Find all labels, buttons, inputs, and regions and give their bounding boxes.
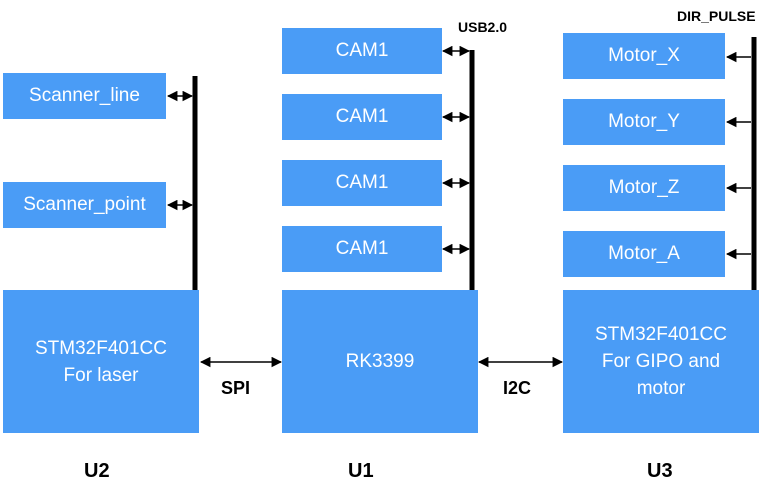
u2-controller-line1: STM32F401CC — [35, 337, 167, 359]
u2-unit-label: U2 — [84, 460, 110, 482]
u3-controller-line1: STM32F401CC — [595, 324, 727, 345]
cam-label-1: CAM1 — [335, 40, 389, 61]
motor-z-label: Motor_Z — [608, 177, 680, 198]
motor-x-label: Motor_X — [608, 45, 680, 66]
u1-controller-box: RK3399 — [282, 290, 478, 433]
cam-label-3: CAM1 — [335, 172, 389, 193]
cam-box-1: CAM1 — [282, 28, 442, 74]
motor-z-box: Motor_Z — [563, 165, 725, 211]
scanner-point-label: Scanner_point — [23, 194, 146, 215]
motor-x-box: Motor_X — [563, 33, 725, 79]
scanner-line-label: Scanner_line — [29, 85, 140, 106]
cam-label-4: CAM1 — [335, 238, 389, 259]
scanner-point-box: Scanner_point — [3, 182, 166, 228]
dir-pulse-bus-label: DIR_PULSE — [677, 8, 756, 24]
motor-y-label: Motor_Y — [608, 111, 680, 132]
u2-controller-line2: For laser — [63, 364, 139, 386]
cam-label-2: CAM1 — [335, 106, 389, 127]
cam-box-2: CAM1 — [282, 94, 442, 140]
u3-controller-line2: For GIPO and — [601, 351, 721, 372]
u3-unit-label: U3 — [647, 460, 673, 482]
scanner-line-box: Scanner_line — [3, 73, 166, 119]
u2-controller-box: STM32F401CC For laser — [3, 290, 199, 433]
u3-controller-line3: motor — [636, 378, 686, 399]
spi-label: SPI — [221, 378, 251, 398]
motor-a-label: Motor_A — [608, 243, 680, 264]
motor-y-box: Motor_Y — [563, 99, 725, 145]
u3-controller-box: STM32F401CC For GIPO and motor — [563, 290, 759, 433]
u1-controller-line1: RK3399 — [345, 351, 415, 372]
usb-bus-label: USB2.0 — [458, 19, 508, 35]
motor-a-box: Motor_A — [563, 231, 725, 277]
cam-box-4: CAM1 — [282, 226, 442, 272]
cam-box-3: CAM1 — [282, 160, 442, 206]
u1-unit-label: U1 — [348, 460, 374, 482]
i2c-label: I2C — [503, 378, 532, 398]
